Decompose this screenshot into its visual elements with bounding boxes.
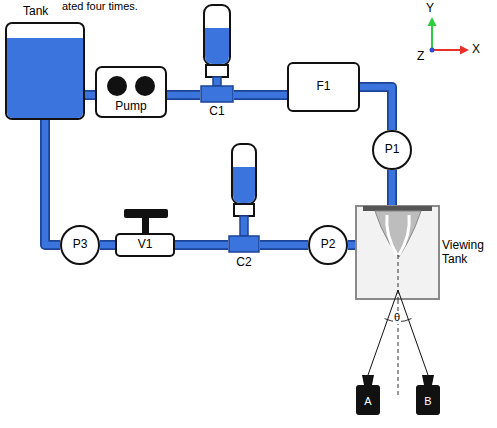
pipe <box>392 170 393 205</box>
pipe <box>45 120 60 245</box>
pipe <box>175 245 228 246</box>
annotation-label: ated four times. <box>62 0 138 13</box>
y-axis <box>431 24 433 50</box>
pipe <box>85 95 95 96</box>
component-label: P3 <box>73 238 88 252</box>
annotation-label: Y <box>426 2 434 16</box>
flow-component: F1 <box>287 62 360 112</box>
x-axis-head <box>460 46 469 55</box>
component-label: B <box>424 395 431 408</box>
annotation-label: θ <box>393 311 401 324</box>
sight-line <box>402 300 429 375</box>
flow-component: Viewing Tank <box>355 205 440 300</box>
component-label: C2 <box>236 256 251 270</box>
y-axis-head <box>428 17 437 26</box>
component-label: Viewing Tank <box>442 239 494 267</box>
flow-component: A <box>355 375 381 415</box>
annotation-label: Z <box>417 50 424 64</box>
pipe <box>100 245 115 246</box>
flow-component: P3 <box>60 225 100 265</box>
x-axis <box>432 49 462 51</box>
pipe <box>260 245 308 246</box>
flow-component: P2 <box>308 225 348 265</box>
annotation-label: X <box>472 43 480 57</box>
pipe <box>167 95 200 96</box>
component-label: Pump <box>115 100 146 114</box>
flow-component: P1 <box>372 130 412 170</box>
valve-stem <box>142 217 149 234</box>
component-label: P1 <box>385 143 400 157</box>
component-label: V1 <box>138 238 153 252</box>
component-label: F1 <box>316 80 330 94</box>
component-label: Tank <box>23 5 48 19</box>
z-axis-dot <box>430 48 435 53</box>
component-shape <box>355 205 440 300</box>
component-label: A <box>364 395 371 408</box>
sight-line <box>368 300 395 375</box>
component-shape <box>228 143 260 253</box>
flow-component: Tank <box>5 22 85 120</box>
flow-component: V1 <box>115 233 175 257</box>
component-label: C1 <box>209 105 224 119</box>
pipe <box>234 95 287 96</box>
pipe <box>348 245 355 246</box>
component-shape <box>5 22 85 120</box>
flow-component: Pump <box>95 66 167 118</box>
flow-component: B <box>415 375 441 415</box>
component-label: P2 <box>321 238 336 252</box>
component-shape <box>200 4 234 102</box>
flow-component: C1 <box>200 4 234 102</box>
flow-component: C2 <box>228 143 260 253</box>
valve-handle <box>124 209 168 218</box>
pipe <box>360 87 392 130</box>
